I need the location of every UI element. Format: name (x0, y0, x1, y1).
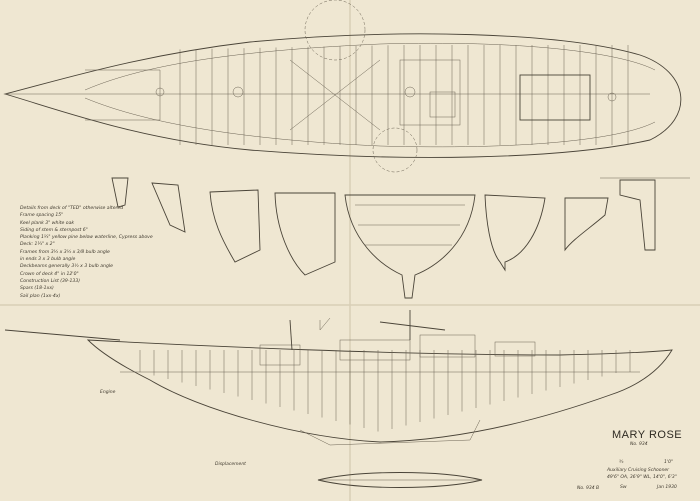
note-line: Construction List (39-133) (20, 278, 81, 284)
dimensions: 49'6" OA, 36'9" WL, 14'0", 6'3" (607, 475, 677, 480)
profile-note: Engine (100, 390, 116, 395)
profile-note-2: Displacement (215, 462, 246, 467)
inboard-profile-view (4, 310, 673, 446)
note-line: Deckbeams generally 3½ x 3 bulb angle (20, 264, 113, 270)
note-line: Planking 1¼" yellow pine below waterline… (20, 235, 153, 241)
vessel-name: MARY ROSE (612, 429, 683, 441)
note-line: Spars (18-1xx) (20, 286, 54, 292)
date: Jan 1930 (657, 485, 677, 490)
scale-left: ¾ (619, 460, 624, 465)
filing-mark: No. 934 B (577, 486, 600, 491)
note-line: Keel plank 3" white oak (20, 220, 75, 226)
note-line: Siding of stem & sternpost 6" (20, 227, 88, 233)
scale-right: 1'0" (664, 460, 674, 465)
construction-notes: Details from deck of "TED" otherwise alt… (20, 205, 153, 300)
note-line: Frames from 3½ x 3½ x 3/8 bulb angle (20, 249, 110, 255)
deck-plan-view (3, 0, 682, 173)
design-number: No. 934 (630, 442, 648, 447)
description: Auxiliary Cruising Schooner (607, 468, 670, 473)
note-line: Details from deck of "TED" otherwise alt… (20, 206, 124, 211)
cross-sections (111, 177, 690, 299)
note-line: Sail plan (1xx-4x) (20, 293, 61, 299)
note-line: Crown of deck 4" in 12'0" (20, 271, 79, 277)
note-line: Frame spacing 15" (20, 213, 64, 219)
spar-detail (317, 472, 483, 488)
initials: Sw (620, 485, 627, 490)
note-line: in ends 3 x 3 bulb angle (20, 257, 76, 263)
note-line: Deck: 1¼" x 2" (20, 242, 55, 248)
